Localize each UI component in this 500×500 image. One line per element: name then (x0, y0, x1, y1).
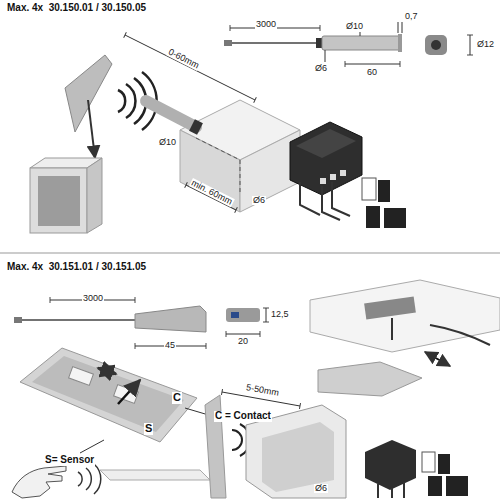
hand-scene (12, 392, 468, 498)
adhesive-strip (378, 180, 390, 202)
dim-line (402, 22, 403, 33)
terminal (320, 178, 326, 184)
range-dimension: 0-60mm (166, 47, 201, 71)
dimension: 20 (237, 337, 249, 346)
module-top (296, 129, 356, 158)
housing-body (20, 348, 197, 442)
cable (230, 42, 322, 44)
diameter: Ø6 (252, 196, 266, 205)
adhesive-strip (366, 206, 380, 228)
dim-line (266, 308, 267, 322)
cable (430, 325, 490, 345)
terminal (330, 174, 336, 180)
adhesive-strip (446, 476, 468, 496)
separator (0, 253, 500, 254)
sensor-face (226, 308, 260, 322)
sensor-end-view (425, 35, 447, 55)
door-panel (65, 55, 112, 132)
diameter: Ø12 (476, 40, 495, 49)
dimension: 45 (164, 341, 176, 350)
plug (14, 317, 22, 323)
block-front (180, 130, 240, 212)
dimension: 3000 (82, 294, 104, 303)
adhesive-strip (384, 208, 406, 228)
adhesive-strip (422, 452, 435, 472)
leader-line (80, 440, 104, 453)
dimension: 12,5 (270, 310, 290, 319)
slide-arrow (98, 368, 116, 374)
dimension: 60 (366, 68, 378, 77)
dimension: 3000 (255, 20, 277, 29)
section-heading: Max. 4x 30.151.01 / 30.151.05 (6, 262, 147, 273)
hand (12, 466, 66, 498)
sensor-window (231, 312, 239, 318)
leader-line (360, 32, 361, 36)
shelf-mount (310, 280, 500, 396)
leader-line (325, 50, 326, 62)
cabinet-front (30, 168, 87, 233)
drill-hole (240, 160, 241, 195)
terminal (340, 170, 346, 176)
dimension: 0,7 (404, 12, 419, 21)
adhesive-strip (438, 454, 450, 474)
control-module (365, 440, 416, 490)
diameter: Ø6 (314, 484, 328, 493)
drill-hole (196, 138, 240, 160)
screw (391, 318, 393, 340)
slide-arrow (118, 380, 140, 404)
cabinet-side (87, 158, 102, 233)
sensor-profile (318, 362, 422, 396)
housing (20, 348, 212, 453)
signal-waves (78, 464, 101, 494)
dim-line (398, 22, 399, 33)
wedge-sensor-detail (14, 300, 266, 346)
motion-arrow (88, 100, 95, 158)
diameter: Ø6 (314, 64, 328, 73)
cabinet-scene (30, 35, 406, 233)
part-letter: C (172, 392, 182, 404)
wires (300, 182, 350, 220)
cable (20, 319, 136, 321)
sensor-tube (322, 36, 400, 50)
collar (192, 125, 200, 129)
adhesive-strip (428, 476, 442, 496)
dim-line (345, 64, 400, 65)
diameter: Ø10 (345, 22, 364, 31)
sensor-eye (431, 40, 441, 50)
cabinet-inner (262, 422, 334, 492)
housing-cavity (32, 356, 184, 432)
mount-bracket (364, 297, 416, 320)
flange (398, 34, 402, 52)
sensor-tube (146, 101, 196, 127)
cabinet-opening (38, 176, 80, 226)
wedge-sensor (135, 306, 206, 332)
legend-note: C = Contact (214, 411, 272, 422)
legend-note: S= Sensor (44, 455, 95, 466)
adhesive-strip (362, 178, 376, 200)
diameter: Ø10 (158, 138, 177, 147)
dim-line (125, 35, 255, 100)
part-letter: S (144, 423, 153, 435)
plug (224, 40, 232, 46)
dim-line (470, 35, 471, 55)
dim-line (226, 334, 260, 335)
sensor-insert (69, 367, 94, 386)
range-dimension: 5-50mm (244, 383, 280, 398)
shelf (100, 470, 210, 480)
shelf (310, 280, 500, 352)
section-heading: Max. 4x 30.150.01 / 30.150.05 (6, 3, 147, 14)
slide-arrow (425, 352, 450, 366)
wires (378, 482, 404, 498)
